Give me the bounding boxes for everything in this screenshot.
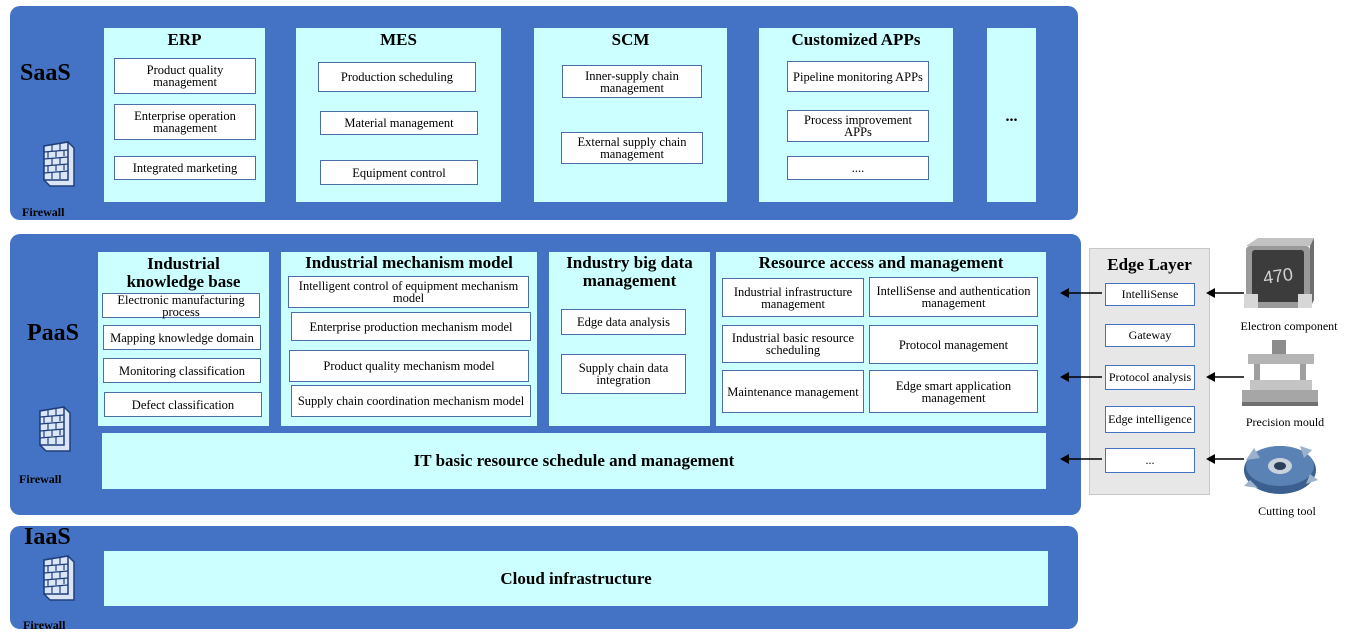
- firewall-icon: [43, 141, 75, 187]
- saas-firewall-label: Firewall: [22, 205, 65, 219]
- mes-panel: MES Production scheduling Material manag…: [296, 28, 501, 202]
- paas-firewall-label: Firewall: [19, 472, 62, 486]
- cutting-tool-image: [1244, 446, 1318, 494]
- more-ellipsis: ...: [1005, 108, 1018, 125]
- customized-apps-panel: Customized APPs Pipeline monitoring APPs…: [759, 28, 953, 202]
- arrow-left-icon: [1206, 372, 1244, 382]
- mechanism-item: Intelligent control of equipment mechani…: [288, 276, 529, 308]
- resource-item: Edge smart application management: [869, 370, 1038, 413]
- arrow-left-icon: [1060, 372, 1102, 382]
- arrow-left-icon: [1060, 288, 1102, 298]
- resource-access-title: Resource access and management: [758, 253, 1004, 272]
- big-data-item: Edge data analysis: [561, 309, 686, 335]
- component-marking: 470: [1262, 264, 1295, 288]
- resource-item: IntelliSense and authentication manageme…: [869, 277, 1038, 317]
- edge-item: Protocol analysis: [1105, 365, 1195, 390]
- mes-item: Production scheduling: [318, 62, 476, 92]
- arrow-left-icon: [1206, 454, 1244, 464]
- customized-apps-title: Customized APPs: [791, 30, 921, 49]
- apps-item: Pipeline monitoring APPs: [787, 61, 929, 92]
- edge-item: Gateway: [1105, 324, 1195, 347]
- more-apps-panel: ...: [987, 28, 1036, 202]
- precision-mould-label: Precision mould: [1245, 415, 1325, 429]
- mechanism-item: Supply chain coordination mechanism mode…: [291, 385, 531, 417]
- knowledge-item: Electronic manufacturing process: [102, 293, 260, 318]
- knowledge-item: Mapping knowledge domain: [103, 325, 261, 350]
- knowledge-base-panel: Industrial knowledge base Electronic man…: [98, 252, 269, 426]
- resource-access-panel: Resource access and management Industria…: [716, 252, 1046, 426]
- big-data-item: Supply chain data integration: [561, 354, 686, 394]
- edge-item: IntelliSense: [1105, 283, 1195, 306]
- mes-item: Equipment control: [320, 160, 478, 185]
- apps-item: Process improvement APPs: [787, 110, 929, 142]
- edge-layer-panel: Edge Layer IntelliSense Gateway Protocol…: [1089, 248, 1210, 495]
- resource-item: Maintenance management: [722, 370, 864, 413]
- mechanism-model-panel: Industrial mechanism model Intelligent c…: [281, 252, 537, 426]
- edge-item: Edge intelligence: [1105, 406, 1195, 433]
- iaas-label: IaaS: [24, 524, 71, 550]
- knowledge-item: Monitoring classification: [103, 358, 261, 383]
- scm-panel: SCM Inner-supply chain management Extern…: [534, 28, 727, 202]
- saas-label: SaaS: [20, 60, 71, 86]
- resource-item: Industrial infrastructure management: [722, 278, 864, 317]
- mechanism-item: Enterprise production mechanism model: [291, 312, 531, 341]
- iaas-firewall-label: Firewall: [23, 618, 66, 632]
- erp-title: ERP: [167, 30, 202, 49]
- electron-component-label: Electron component: [1240, 319, 1338, 333]
- it-basic-resource-bar: IT basic resource schedule and managemen…: [102, 433, 1046, 489]
- mechanism-item: Product quality mechanism model: [289, 350, 529, 382]
- cutting-tool-label: Cutting tool: [1258, 504, 1316, 518]
- firewall-icon: [39, 406, 71, 452]
- mechanism-model-title: Industrial mechanism model: [305, 253, 513, 272]
- apps-item: ....: [787, 156, 929, 180]
- firewall-icon: [43, 555, 75, 601]
- precision-mould-image: [1242, 340, 1318, 406]
- mes-title: MES: [380, 30, 417, 49]
- edge-item: ...: [1105, 448, 1195, 473]
- big-data-panel: Industry big data management Edge data a…: [549, 252, 710, 426]
- resource-item: Industrial basic resource scheduling: [722, 325, 864, 363]
- cloud-infrastructure-bar: Cloud infrastructure: [104, 551, 1048, 606]
- erp-item: Integrated marketing: [114, 156, 256, 180]
- scm-item: External supply chain management: [561, 132, 703, 164]
- electron-component-image: 470: [1244, 238, 1314, 308]
- edge-layer-title: Edge Layer: [1107, 255, 1192, 274]
- big-data-title: Industry big data management: [566, 253, 693, 290]
- erp-item: Product quality management: [114, 58, 256, 94]
- scm-title: SCM: [611, 30, 650, 49]
- scm-item: Inner-supply chain management: [562, 65, 702, 98]
- knowledge-item: Defect classification: [104, 392, 262, 417]
- erp-item: Enterprise operation management: [114, 104, 256, 140]
- resource-item: Protocol management: [869, 325, 1038, 364]
- arrow-left-icon: [1206, 288, 1244, 298]
- paas-label: PaaS: [27, 320, 80, 346]
- mes-item: Material management: [320, 111, 478, 135]
- arrow-left-icon: [1060, 454, 1102, 464]
- knowledge-base-title: Industrial knowledge base: [126, 254, 241, 291]
- erp-panel: ERP Product quality management Enterpris…: [104, 28, 265, 202]
